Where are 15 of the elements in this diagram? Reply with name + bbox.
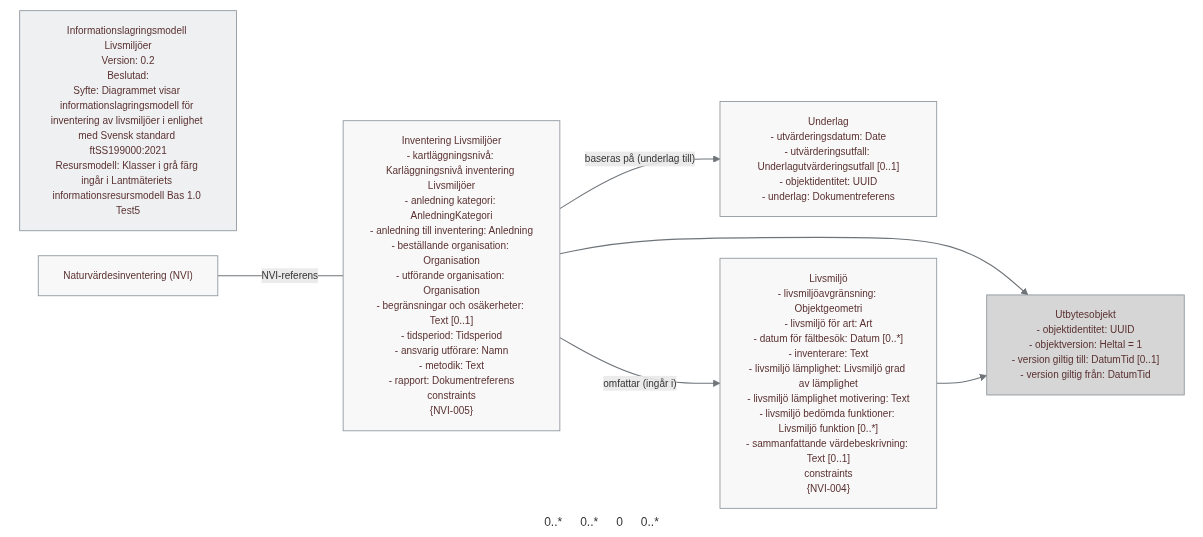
note-box: Informationslagringsmodell Livsmiljöer Version: 0.2 Beslutad: Syfte: Diagrammet visar informationslagringsmodell för inventering av livsmiljöer i enlighet med Svensk standard ftSS199000:2021 Resursmodell: Klasser i grå färg ingår i Lantmäteriets informationsresursmodell Bas 1.0 Test5 — [18, 10, 237, 232]
class-box: Inventering Livsmiljöer - kartläggningsnivå: Karläggningsnivå inventering Livsmiljöer - anledning kategori: AnledningKategori - anledning till inventering: Anledning - beställande organisation: Organisation - utförande organisation: Organisation - begränsningar och osäkerheter: Text [0..1] - tidsperiod: Tidsperiod - ansvarig utförare: Namn - metodik: Text - rapport: Dokumentreferens constraints {NVI-005} — [342, 120, 560, 432]
multiplicity-label: 0..* — [640, 515, 659, 531]
multiplicity-label: 0..* — [544, 515, 563, 531]
association-line — [558, 236, 1028, 296]
edge-label: NVI-referens — [260, 268, 318, 284]
class-box: Underlag - utvärderingsdatum: Date - utvärderingsutfall: Underlagutvärderingsutfall [0..1] - objektidentitet: UUID - underlag: Dokumentreferens — [719, 101, 937, 217]
class-box: Livsmiljö - livsmiljöavgränsning: Objektgeometri - livsmiljö för art: Art - datum för fältbesök: Datum [0..*] - inventerare: Text - livsmiljö lämplighet: Livsmiljö grad av lämplighet - livsmiljö lämplighet motivering: Text - livsmiljö bedömda funktioner: Livsmiljö funktion [0..*] - sammanfattande värdebeskrivning: Text [0..1] constraints {NVI-004} — [719, 257, 937, 509]
edge-label: omfattar (ingår i) — [602, 375, 677, 391]
multiplicity-label: 0..* — [580, 515, 599, 531]
edge-label: baseras på (underlag till) — [584, 151, 695, 167]
multiplicity-label: 0 — [616, 515, 623, 531]
association-line — [935, 374, 987, 384]
class-box: Utbytesobjekt - objektidentitet: UUID - objektversion: Heltal = 1 - version giltig till: DatumTid [0..1] - version giltig från: DatumTid — [985, 294, 1185, 396]
class-box: Naturvärdesinventering (NVI) — [37, 255, 218, 297]
